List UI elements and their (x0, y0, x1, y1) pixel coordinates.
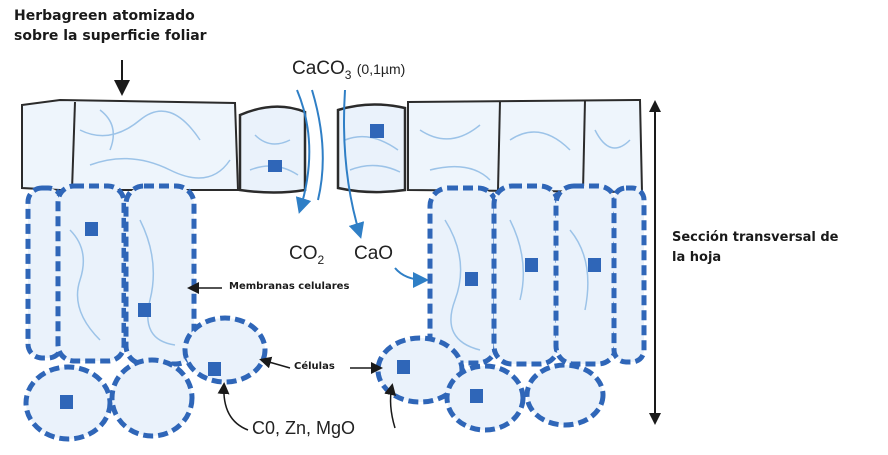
minerals-label: C0, Zn, MgO (252, 418, 355, 439)
mineral-arrow-left (224, 385, 248, 430)
nucleus-icon (85, 222, 98, 236)
cao-label: CaO (354, 243, 393, 265)
herbagreen-label-line1: Herbagreen atomizado (14, 8, 195, 24)
guard-cell-left (240, 107, 305, 193)
cao-arrow (395, 268, 425, 280)
caco3-size: (0,1µm) (357, 61, 406, 77)
caco3-formula: CaCO (292, 58, 345, 79)
co2-label: CO2 (289, 243, 324, 267)
nucleus-icon (465, 272, 478, 286)
caco3-subscript: 3 (345, 68, 352, 82)
palisade-cells-right (430, 186, 644, 364)
stomata-arrow-middle (312, 90, 323, 200)
nucleus-icon (268, 160, 282, 172)
co2-subscript: 2 (318, 253, 325, 267)
section-height-indicator (649, 100, 661, 425)
palisade-cells-left (28, 186, 194, 364)
seccion-label-line1: Sección transversal de (672, 230, 838, 245)
nucleus-icon (588, 258, 601, 272)
caco3-label: CaCO3 (0,1µm) (292, 58, 405, 82)
celulas-label: Células (294, 361, 335, 372)
nucleus-icon (370, 124, 384, 138)
nucleus-icon (208, 362, 221, 376)
upper-epidermis-right (408, 100, 642, 192)
nucleus-icon (397, 360, 410, 374)
membranas-label: Membranas celulares (229, 281, 349, 292)
upper-epidermis-left (22, 100, 238, 190)
nucleus-icon (470, 389, 483, 403)
nucleus-icon (138, 303, 151, 317)
co2-formula: CO (289, 243, 318, 264)
seccion-label-line2: la hoja (672, 250, 721, 265)
nucleus-icon (60, 395, 73, 409)
nucleus-icon (525, 258, 538, 272)
herbagreen-label-line2: sobre la superficie foliar (14, 28, 207, 44)
celulas-arrow-left (262, 360, 290, 368)
